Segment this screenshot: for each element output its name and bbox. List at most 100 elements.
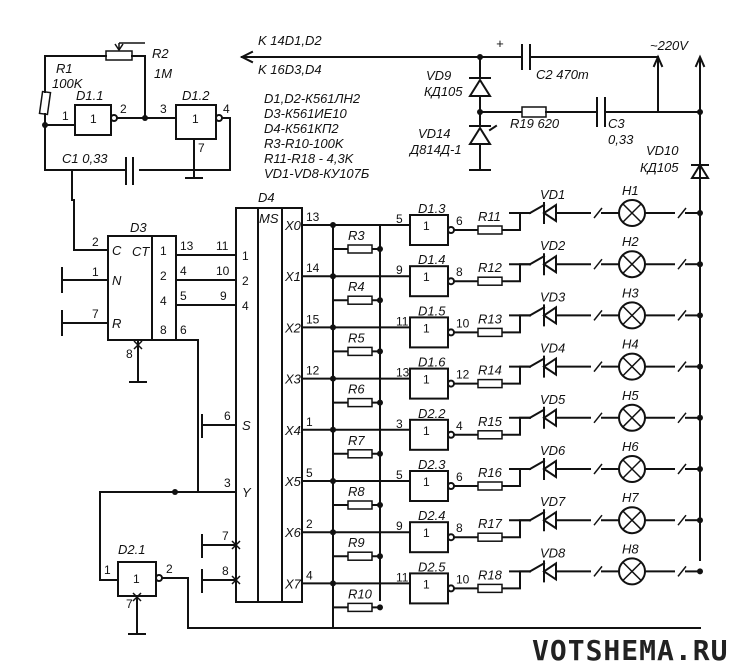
vd9-label: VD9 (426, 68, 451, 83)
lamp-cross-7 (622, 561, 642, 581)
oscillator-section (38, 42, 231, 251)
junction-dot-1 (330, 273, 336, 280)
d4-output-pin-1: 14 (306, 261, 320, 275)
lamp-cross-4 (622, 408, 642, 428)
pull-dot-4 (377, 450, 383, 457)
r2-resistor (105, 50, 133, 61)
c1-capacitor (125, 157, 134, 185)
thyristor-label-0: VD1 (540, 187, 565, 202)
connector-right-7 (677, 565, 687, 577)
connector-right-2 (677, 309, 687, 321)
connector-right-4 (677, 412, 687, 424)
junction-dot-4 (330, 426, 336, 433)
inverter-symbol-3: 1 (423, 373, 430, 387)
d2-1-section (117, 561, 701, 635)
gate-pin-out-0: 6 (456, 214, 463, 228)
series-resistor-label-0: R11 (478, 209, 501, 224)
series-resistor-label-3: R14 (478, 363, 502, 378)
lamp-label-3: H4 (622, 337, 639, 352)
d4-pin-7: 7 (222, 529, 229, 543)
junction-dot-2 (330, 324, 336, 331)
vd9-diode (468, 56, 492, 97)
thyristor-3 (528, 355, 591, 378)
c2-label: C2 470m (536, 67, 589, 82)
gate-pin-out-6: 8 (456, 521, 463, 535)
rail-dot-7 (697, 568, 703, 575)
connector-right-5 (677, 463, 687, 475)
d4-output-label-3: X3 (284, 372, 302, 387)
c2-capacitor (521, 44, 531, 70)
d4-block (235, 207, 303, 603)
inverter-gate-5 (409, 470, 449, 502)
lamp-label-2: H3 (622, 285, 639, 300)
gate-label-6: D2.4 (418, 508, 445, 523)
lamp-label-6: H7 (622, 490, 639, 505)
d3-block (107, 235, 177, 341)
inverter-symbol-0: 1 (423, 219, 430, 233)
c1-label: C1 0,33 (62, 151, 108, 166)
d4-output-label-7: X7 (284, 576, 302, 591)
pull-resistor-label-5: R8 (348, 484, 365, 499)
lamp-cross-0 (622, 203, 642, 223)
d4-output-label-4: X4 (284, 423, 301, 438)
gate-pin-in-1: 9 (396, 263, 403, 277)
rail-dot-4 (697, 414, 703, 421)
c3-label: C3 (608, 116, 625, 131)
d4-multiplexer (172, 207, 303, 603)
d4-output-label-1: X1 (284, 269, 301, 284)
series-resistor-6 (477, 532, 503, 542)
thyristor-2 (528, 304, 591, 327)
d4-s-label: S (242, 418, 251, 433)
pull-dot-7 (377, 604, 383, 611)
series-resistor-3 (477, 378, 503, 389)
gate-pin-in-2: 11 (396, 314, 409, 328)
vd10-label: VD10 (646, 143, 679, 158)
gate-pin-out-1: 8 (456, 265, 463, 279)
pull-resistor-label-2: R5 (348, 330, 365, 345)
inverter-gate-6 (409, 521, 449, 554)
inverter-symbol-5: 1 (423, 475, 430, 489)
d2-1-pin-gnd: 7 (126, 597, 133, 611)
lamp-cross-6 (622, 510, 642, 530)
d3-q2: 2 (160, 269, 167, 283)
gate-pin-in-7: 11 (396, 570, 409, 584)
gate-label-5: D2.3 (418, 457, 446, 472)
d4-pin-8: 8 (222, 564, 229, 578)
thyristor-label-5: VD6 (540, 443, 566, 458)
connector-right-1 (677, 258, 687, 270)
gate-pin-out-5: 6 (456, 470, 463, 484)
pull-resistor-label-1: R4 (348, 279, 365, 294)
d3-pin-6: 6 (180, 323, 187, 337)
legend-line-4: R3-R10-100K (264, 136, 345, 151)
d2-1-label: D2.1 (118, 542, 145, 557)
d3-pin-n: 1 (92, 265, 99, 279)
labels: D1,D2-К561ЛН2 D3-К561ИЕ10 D4-К561КП2 R3-… (52, 33, 689, 611)
pull-dot-5 (377, 502, 383, 508)
thyristor-4 (528, 406, 591, 429)
series-resistor-5 (477, 481, 503, 491)
d1-1-pin-out: 2 (120, 102, 127, 116)
rail-dot-5 (697, 466, 703, 472)
lamp-label-0: H1 (622, 183, 639, 198)
d4-a2: 2 (242, 274, 249, 288)
r1-value: 100K (52, 76, 84, 91)
d4-pin-10: 10 (216, 264, 230, 278)
d4-output-label-0: X0 (284, 218, 302, 233)
d3-ct-label: CT (132, 244, 150, 259)
pull-resistor-label-7: R10 (348, 586, 373, 601)
d1-1-pin-in: 1 (62, 109, 69, 123)
lamp-label-5: H6 (622, 439, 639, 454)
thyristor-7 (528, 560, 591, 583)
legend-line-2: D3-К561ИЕ10 (264, 106, 347, 121)
series-resistor-1 (477, 276, 503, 286)
vd10-diode (690, 163, 710, 179)
d3-r-label: R (112, 316, 121, 331)
d4-y-pin: 3 (224, 476, 231, 490)
pull-resistor-0 (347, 244, 373, 254)
connector-left-6 (593, 514, 603, 526)
series-resistor-4 (477, 430, 503, 440)
d3-pin-5: 5 (180, 289, 187, 303)
d1-2-pin-out: 4 (223, 102, 230, 116)
lamp-cross-3 (622, 357, 642, 377)
